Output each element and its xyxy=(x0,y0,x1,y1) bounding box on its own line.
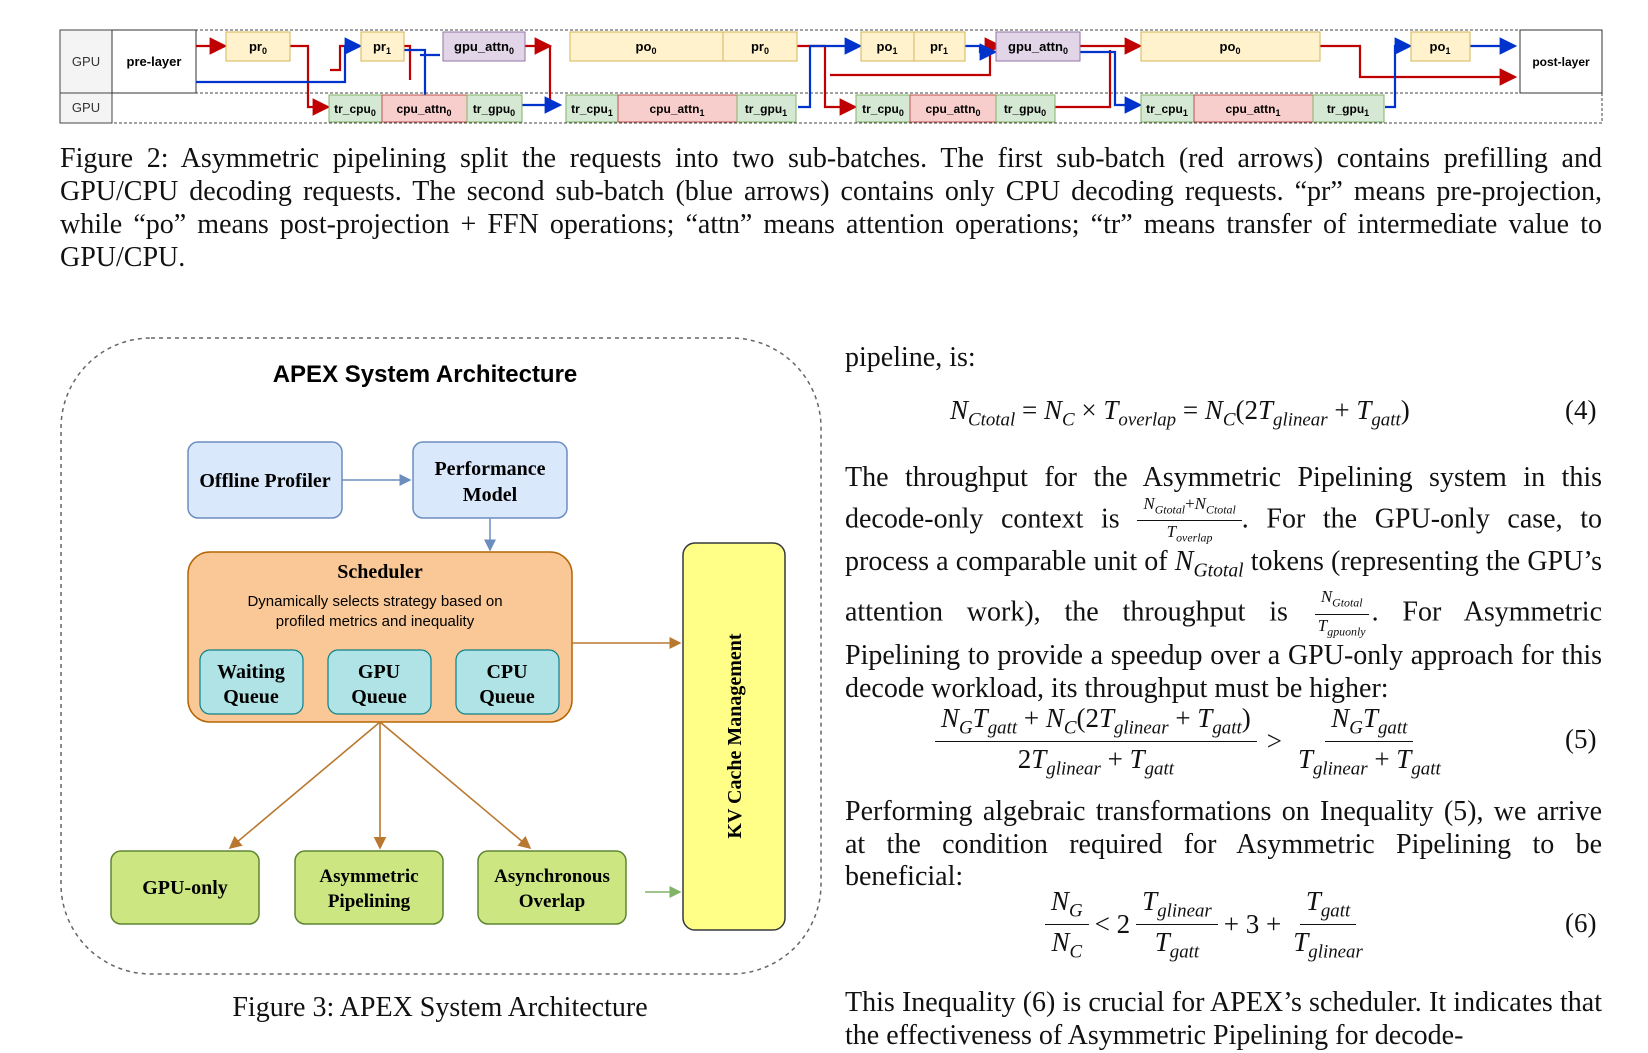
performance-model-label-2: Model xyxy=(463,484,518,506)
row-label-bottom: GPU xyxy=(72,100,100,115)
asym-pipelining-label: Asymmetric xyxy=(319,866,418,887)
block-tr-gpu1-b: tr_gpu1 xyxy=(1327,102,1369,118)
equation-6-number: (6) xyxy=(1565,908,1597,938)
block-tr-cpu0-a: tr_cpu0 xyxy=(334,102,376,118)
scheduler-title: Scheduler xyxy=(337,561,423,583)
equation-4: NCtotal = NC × Toverlap = NC(2Tglinear +… xyxy=(950,395,1410,431)
para-throughput: The throughput for the Asymmetric Pipeli… xyxy=(845,462,1603,704)
block-pr1-b: pr1 xyxy=(930,39,948,56)
post-layer-label: post-layer xyxy=(1532,55,1590,69)
pre-layer-label: pre-layer xyxy=(127,54,182,69)
block-cpu-attn1-a: cpu_attn1 xyxy=(649,102,704,118)
asym-pipelining-label-2: Pipelining xyxy=(328,891,411,912)
figure-3-caption: Figure 3: APEX System Architecture xyxy=(232,992,648,1023)
block-cpu-attn1-b: cpu_attn1 xyxy=(1225,102,1280,118)
block-tr-cpu0-b: tr_cpu0 xyxy=(862,102,904,118)
para-inequality-6: This Inequality (6) is crucial for APEX’… xyxy=(845,987,1602,1051)
gpu-only-label: GPU-only xyxy=(142,877,228,899)
gpu-queue-label-2: Queue xyxy=(351,686,407,708)
kv-cache-label: KV Cache Management xyxy=(724,633,746,838)
block-po1-a: po1 xyxy=(877,39,898,56)
block-tr-gpu0-a: tr_gpu0 xyxy=(473,102,515,118)
block-pr0-a: pr0 xyxy=(249,39,267,56)
para-pipeline-is: pipeline, is: xyxy=(845,342,976,373)
waiting-queue-label: Waiting xyxy=(217,661,285,683)
equation-5-number: (5) xyxy=(1565,724,1597,754)
block-pr1-a: pr1 xyxy=(373,39,391,56)
block-po0-b: po0 xyxy=(1220,39,1241,56)
block-po1-b: po1 xyxy=(1430,39,1451,56)
block-pr0-b: pr0 xyxy=(751,39,769,56)
bottom-row-blocks: tr_cpu0 cpu_attn0 tr_gpu0 tr_cpu1 cpu_at… xyxy=(328,94,1385,123)
arch-title: APEX System Architecture xyxy=(273,361,578,388)
figure-2-caption: Figure 2: Asymmetric pipelining split th… xyxy=(60,143,1602,273)
equation-4-number: (4) xyxy=(1565,395,1597,425)
block-tr-cpu1-b: tr_cpu1 xyxy=(1146,102,1188,118)
block-tr-gpu0-b: tr_gpu0 xyxy=(1004,102,1046,118)
block-gpu-attn0-a: gpu_attn0 xyxy=(454,39,514,56)
block-gpu-attn0-b: gpu_attn0 xyxy=(1008,39,1068,56)
performance-model-label: Performance xyxy=(434,458,545,480)
block-cpu-attn0-b: cpu_attn0 xyxy=(925,102,980,118)
figure-3-architecture-diagram: APEX System Architecture Offline Profile… xyxy=(60,337,822,975)
async-overlap-label: Asynchronous xyxy=(494,866,610,887)
block-cpu-attn0-a: cpu_attn0 xyxy=(396,102,451,118)
scheduler-desc-1: Dynamically selects strategy based on xyxy=(247,593,502,610)
block-tr-cpu1-a: tr_cpu1 xyxy=(571,102,613,118)
cpu-queue-label: CPU xyxy=(486,661,527,683)
block-po0-a: po0 xyxy=(636,39,657,56)
top-row-blocks: pr0 pr1 gpu_attn0 po0 pr0 po1 pr1 gpu_at… xyxy=(225,31,1471,62)
para-algebraic: Performing algebraic transformations on … xyxy=(845,796,1602,892)
scheduler-desc-2: profiled metrics and inequality xyxy=(276,613,475,630)
row-label-top: GPU xyxy=(72,54,100,69)
equation-5: NGTgatt + NC(2Tglinear + Tgatt)2Tglinear… xyxy=(935,703,1447,781)
block-tr-gpu1-a: tr_gpu1 xyxy=(745,102,787,118)
async-overlap-label-2: Overlap xyxy=(519,891,586,912)
figure-2-pipeline-diagram: GPU GPU pre-layer post-layer pr0 pr1 xyxy=(59,29,1603,124)
gpu-queue-label: GPU xyxy=(358,661,400,683)
waiting-queue-label-2: Queue xyxy=(223,686,279,708)
cpu-queue-label-2: Queue xyxy=(479,686,535,708)
offline-profiler-label: Offline Profiler xyxy=(199,470,330,492)
